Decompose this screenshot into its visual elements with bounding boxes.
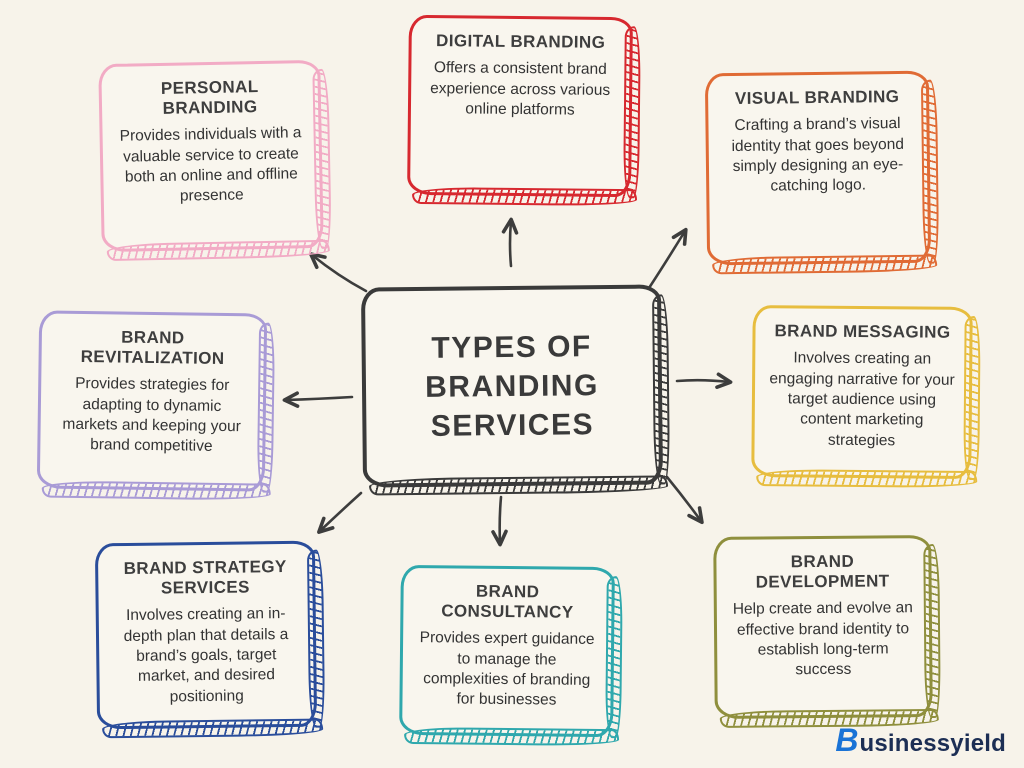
node-body: Provides individuals with a valuable ser… [119,124,302,206]
center-node-types-of-branding-services: TYPES OF BRANDING SERVICES [360,284,664,488]
arrow-brand-revitalization [282,391,354,408]
node-body: Provides expert guidance to manage the c… [419,629,595,709]
arrow-brand-development [665,475,704,525]
node-brand-messaging: BRAND MESSAGING Involves creating an eng… [751,305,973,479]
node-brand-revitalization: BRAND REVITALIZATION Provides strategies… [36,310,268,492]
node-title: PERSONAL BRANDING [160,77,259,118]
node-title: BRAND STRATEGY SERVICES [123,557,287,598]
diagram-title: TYPES OF BRANDING SERVICES [424,329,599,443]
arrow-digital-branding [501,217,519,268]
node-title: BRAND DEVELOPMENT [755,551,890,592]
node-body: Involves creating an engaging narrative … [769,349,955,450]
node-visual-branding: VISUAL BRANDING Crafting a brand’s visua… [704,70,932,266]
node-digital-branding: DIGITAL BRANDING Offers a consistent bra… [407,14,633,198]
arrow-brand-consultancy [491,495,508,547]
node-title: BRAND CONSULTANCY [441,581,574,622]
arrow-visual-branding [647,227,688,290]
businessyield-logo: B usinessyield [835,724,1006,756]
node-body: Provides strategies for adapting to dyna… [62,375,241,456]
node-personal-branding: PERSONAL BRANDING Provides individuals w… [98,59,324,253]
arrow-brand-strategy [317,491,363,534]
logo-wordmark: usinessyield [859,730,1006,757]
node-body: Offers a consistent brand experience acr… [430,59,611,119]
logo-b-mark: B [835,722,859,758]
node-body: Crafting a brand’s visual identity that … [731,115,904,195]
arrow-personal-branding [308,252,368,293]
node-body: Help create and evolve an effective bran… [732,599,913,679]
node-title: VISUAL BRANDING [734,87,900,109]
node-title: DIGITAL BRANDING [436,31,606,52]
arrow-brand-messaging [675,372,733,389]
node-body: Involves creating an in-depth plan that … [123,605,289,706]
node-brand-development: BRAND DEVELOPMENT Help create and evolve… [713,535,933,719]
node-title: BRAND REVITALIZATION [80,327,225,369]
node-title: BRAND MESSAGING [774,321,951,342]
node-brand-consultancy: BRAND CONSULTANCY Provides expert guidan… [399,564,615,738]
node-brand-strategy-services: BRAND STRATEGY SERVICES Involves creatin… [94,540,318,730]
